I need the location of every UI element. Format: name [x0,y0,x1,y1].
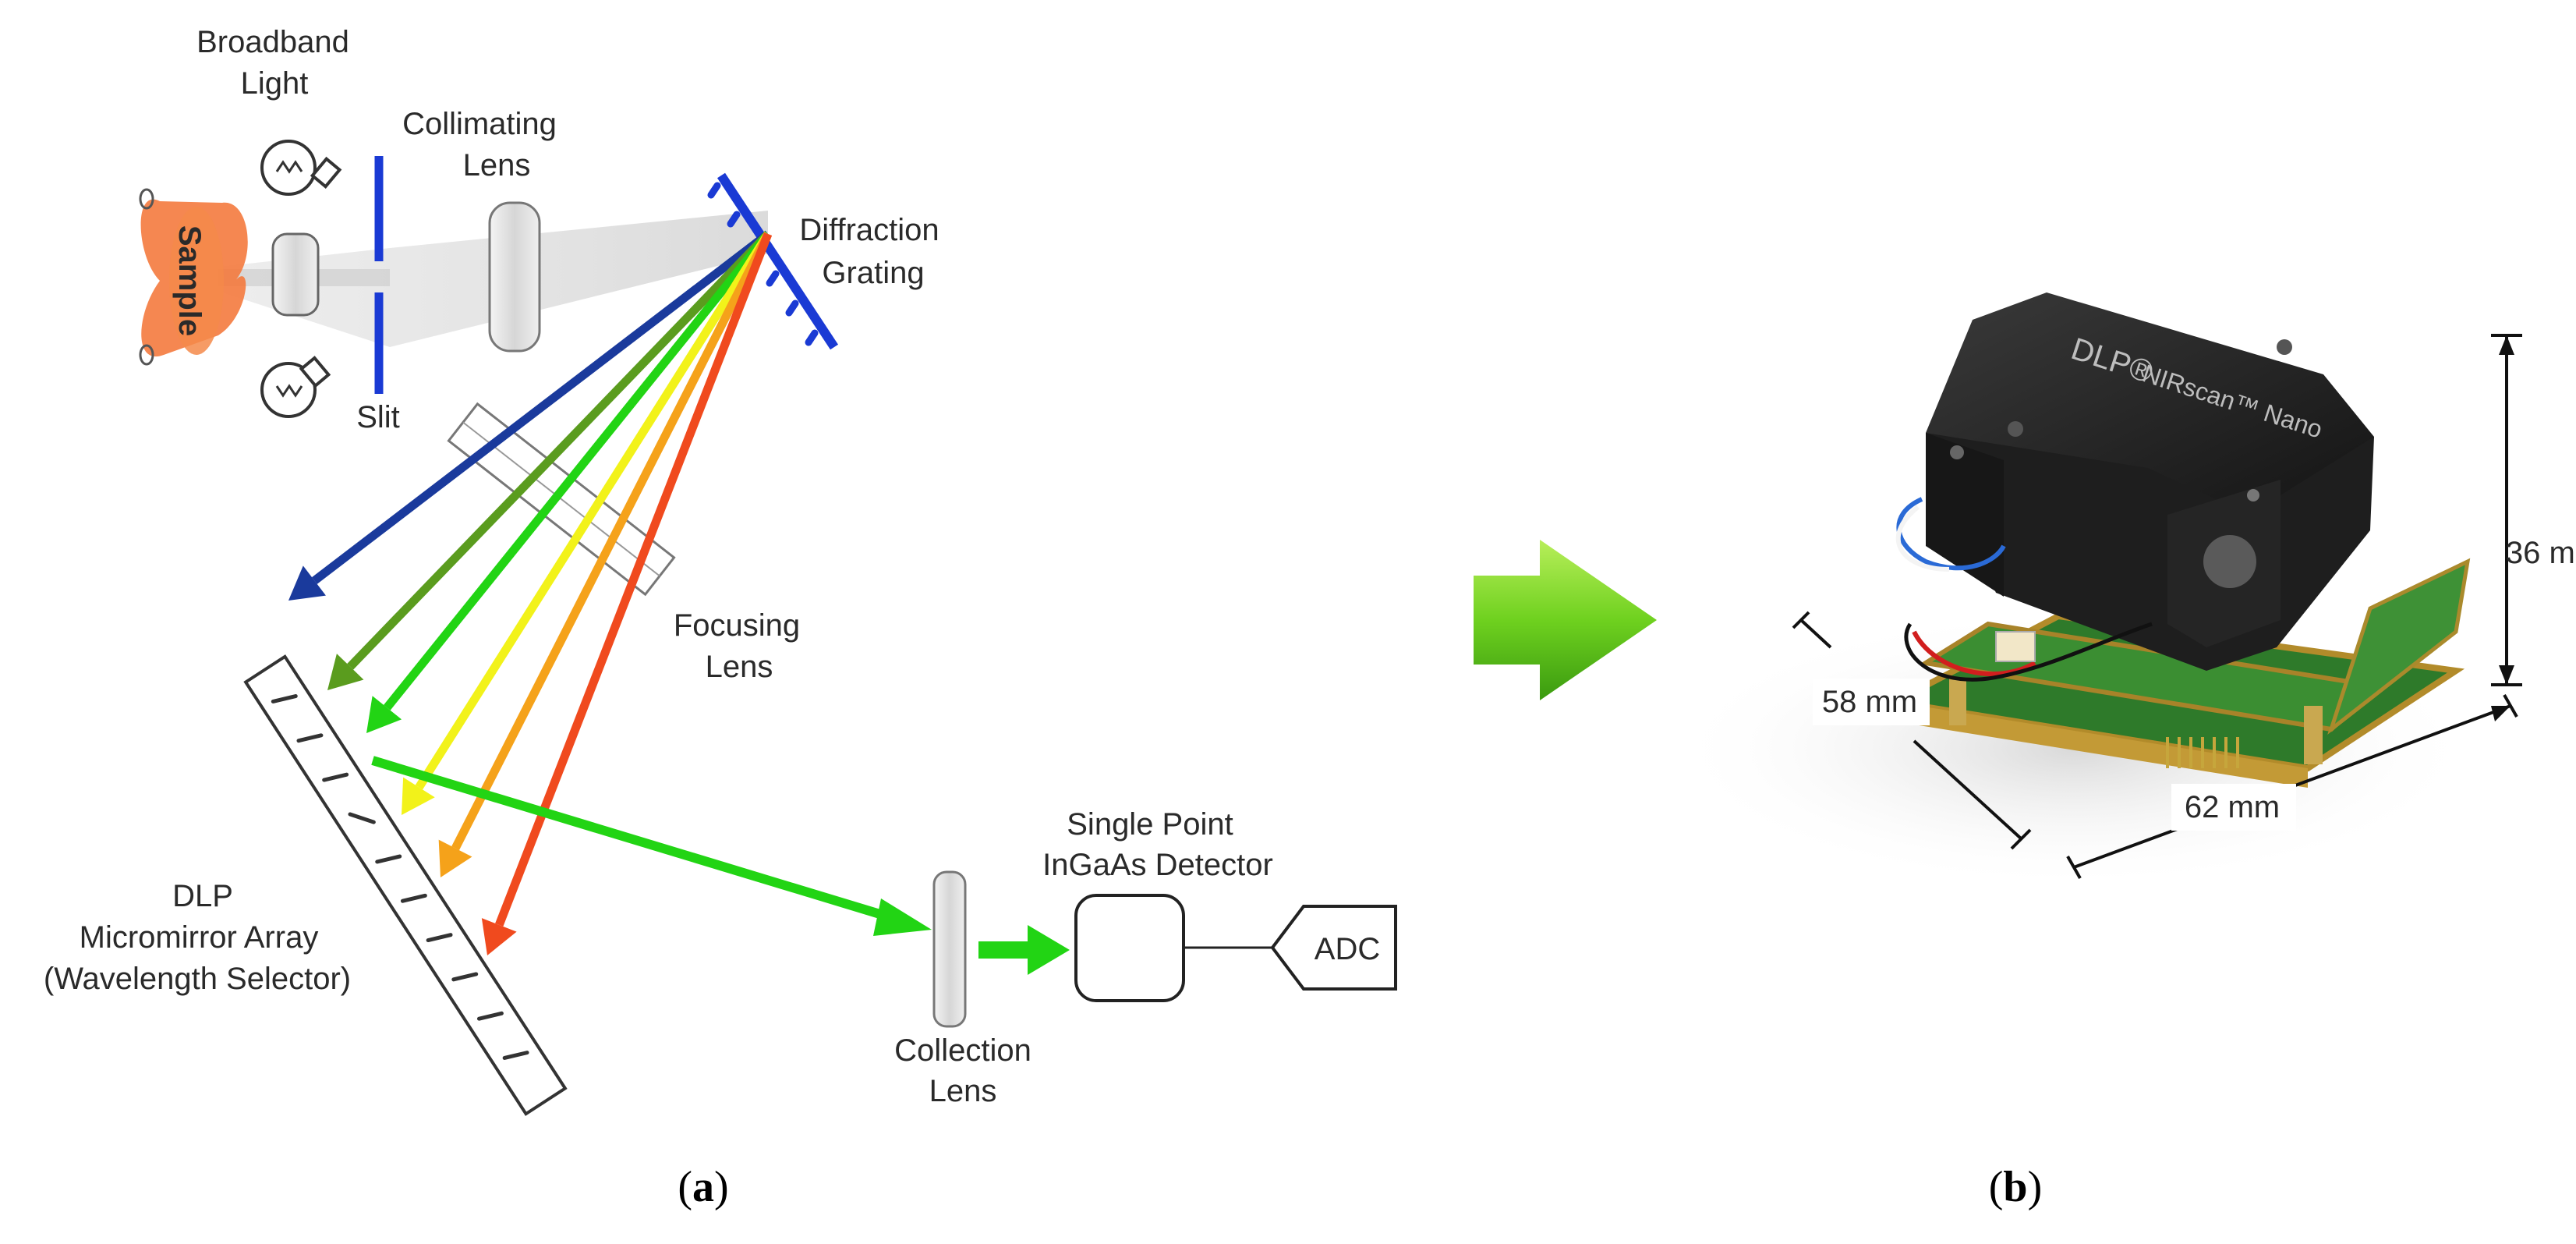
beam-red-head [481,918,517,955]
label-broadband-1: Broadband [196,25,349,59]
light-bulb-top-icon [260,140,342,196]
dlp-micromirror-array-icon [243,654,568,1116]
sample-lens-icon [271,232,320,317]
beam-yellow-head [402,777,435,815]
optical-window [2203,535,2256,588]
cover-screw-1 [2008,421,2023,437]
header-pins [2166,737,2239,768]
dim-label-depth: 58 mm [1822,685,1917,719]
label-diffraction-1: Diffraction [799,213,939,247]
light-cone [199,211,768,347]
beam-olive [347,231,771,670]
spectral-beams [288,230,773,955]
standoff-right [2304,706,2323,764]
beam-orange [451,232,772,851]
ingaas-detector-icon [1074,894,1185,1002]
label-collimating-2: Lens [463,148,531,183]
cable-white [1895,505,1950,572]
cable-black [1904,622,2153,682]
label-detector-1: Single Point [1067,807,1233,842]
sample-label: Sample [172,225,207,336]
reflected-beam-arrow [371,756,932,936]
beam-blue-head [288,565,326,601]
label-collimating-1: Collimating [402,107,557,141]
cable-blue [1896,497,2006,571]
caption-a: (a) [678,1163,728,1211]
dim-label-height: 36 mm [2506,536,2576,570]
pcb-right [2327,558,2471,735]
beam-orange-head [438,839,472,877]
device-left-block [1926,433,2004,597]
label-adc: ADC [1315,932,1380,966]
dimension-depth [1792,611,2032,850]
beam-olive-head [327,654,364,690]
sample-icon: Sample [139,188,248,366]
focusing-lens-icon [447,402,676,597]
label-slit: Slit [356,400,400,434]
dimension-height [2491,334,2522,686]
panel-a-diagram: Sample [44,25,1397,1211]
label-detector-2: InGaAs Detector [1042,848,1273,882]
beam-green [384,231,772,711]
label-dlp-3: (Wavelength Selector) [44,962,351,996]
detector-beam-arrow [978,925,1070,975]
light-bulb-bottom-icon [260,356,331,418]
label-collection-1: Collection [894,1033,1031,1068]
label-focusing-1: Focusing [674,608,800,643]
label-collection-2: Lens [929,1074,997,1108]
label-focusing-2: Lens [706,650,773,684]
adc-icon [1270,905,1397,991]
label-dlp-2: Micromirror Array [80,920,319,955]
dim-label-width-bg [2171,784,2296,831]
standoff-left [1949,679,1966,725]
pcb-bottom-side [1895,702,2308,788]
collection-lens-icon [932,870,967,1028]
label-broadband-2: Light [241,66,309,101]
dim-label-width: 62 mm [2185,790,2280,824]
dim-label-depth-bg [1813,679,1930,725]
collimating-lens-icon [488,201,541,353]
connector [1995,631,2036,662]
transition-arrow-icon [1474,540,1657,700]
left-screw [1950,445,1964,459]
cable-red [1912,630,2036,677]
beam-blue [312,230,771,584]
beam-yellow [415,232,772,790]
device-top-cover [1926,292,2374,515]
label-diffraction-2: Grating [822,256,924,290]
front-screw [2247,489,2259,501]
beam-green-head [366,696,402,733]
label-dlp-1: DLP [172,879,233,913]
caption-b: (b) [1989,1163,2042,1211]
cover-screw-2 [2277,339,2292,355]
panel-b-device-photo: DLP® NIRscan™ Nano 36 mm [1668,292,2576,1211]
